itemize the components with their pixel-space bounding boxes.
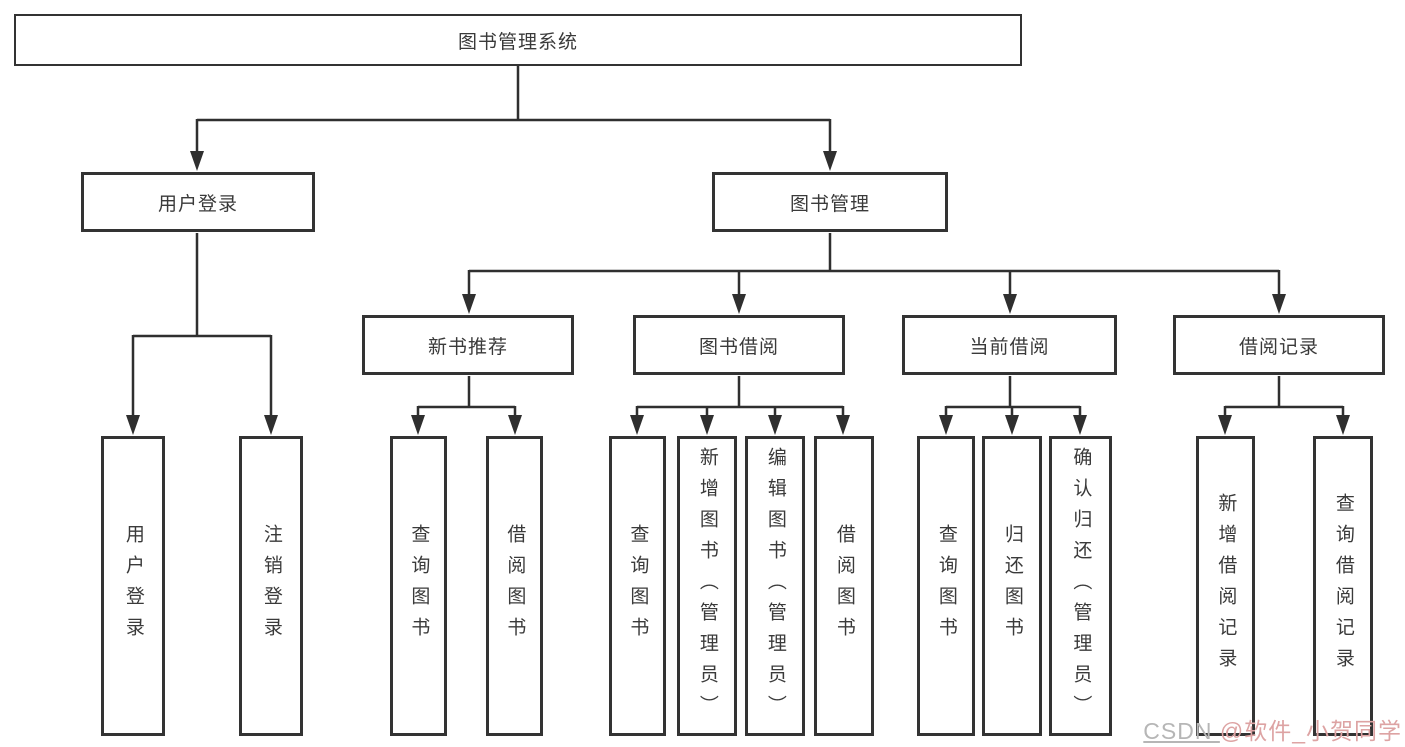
leaf-query-books-recommend: 查询图书 — [390, 436, 447, 736]
csdn-watermark: CSDN @软件_小贺同学 — [1143, 712, 1402, 746]
leaf-query-books-borrowing: 查询图书 — [609, 436, 666, 736]
node-book-management: 图书管理 — [712, 172, 948, 232]
leaf-edit-book-admin: 编辑图书（管理员） — [745, 436, 805, 736]
node-library-management-system: 图书管理系统 — [14, 14, 1022, 66]
leaf-user-login: 用户登录 — [101, 436, 165, 736]
node-label: 查询图书 — [935, 524, 957, 648]
node-label: 用户登录 — [157, 193, 238, 215]
leaf-query-borrow-record: 查询借阅记录 — [1313, 436, 1373, 736]
node-label: 用户登录 — [122, 524, 144, 648]
node-label: 新增借阅记录 — [1215, 493, 1237, 679]
node-label: 图书借阅 — [698, 336, 779, 358]
leaf-return-book: 归还图书 — [982, 436, 1042, 736]
node-current-borrowing: 当前借阅 — [902, 315, 1117, 375]
node-new-book-recommend: 新书推荐 — [362, 315, 574, 375]
watermark-brand: CSDN — [1143, 718, 1220, 744]
node-label: 确认归还（管理员） — [1070, 446, 1092, 726]
leaf-add-book-admin: 新增图书（管理员） — [677, 436, 737, 736]
node-borrowing-records: 借阅记录 — [1173, 315, 1385, 375]
node-label: 注销登录 — [260, 524, 282, 648]
node-label: 图书管理 — [789, 193, 870, 215]
node-label: 查询借阅记录 — [1332, 493, 1354, 679]
watermark-username: @软件_小贺同学 — [1219, 718, 1402, 744]
node-book-borrowing: 图书借阅 — [633, 315, 845, 375]
node-label: 新书推荐 — [427, 336, 508, 358]
node-label: 查询图书 — [627, 524, 649, 648]
node-label: 归还图书 — [1001, 524, 1023, 648]
node-label: 查询图书 — [408, 524, 430, 648]
leaf-borrow-books-recommend: 借阅图书 — [486, 436, 543, 736]
node-user-login: 用户登录 — [81, 172, 315, 232]
node-label: 当前借阅 — [969, 336, 1050, 358]
node-label: 新增图书（管理员） — [696, 446, 718, 726]
node-label: 借阅图书 — [504, 524, 526, 648]
node-label: 编辑图书（管理员） — [764, 446, 786, 726]
leaf-query-books-current: 查询图书 — [917, 436, 975, 736]
node-label: 借阅记录 — [1238, 336, 1319, 358]
leaf-confirm-return-admin: 确认归还（管理员） — [1049, 436, 1112, 736]
leaf-add-borrow-record: 新增借阅记录 — [1196, 436, 1255, 736]
leaf-borrow-books-borrowing: 借阅图书 — [814, 436, 874, 736]
leaf-logout: 注销登录 — [239, 436, 303, 736]
node-label: 图书管理系统 — [457, 31, 578, 53]
node-label: 借阅图书 — [833, 524, 855, 648]
